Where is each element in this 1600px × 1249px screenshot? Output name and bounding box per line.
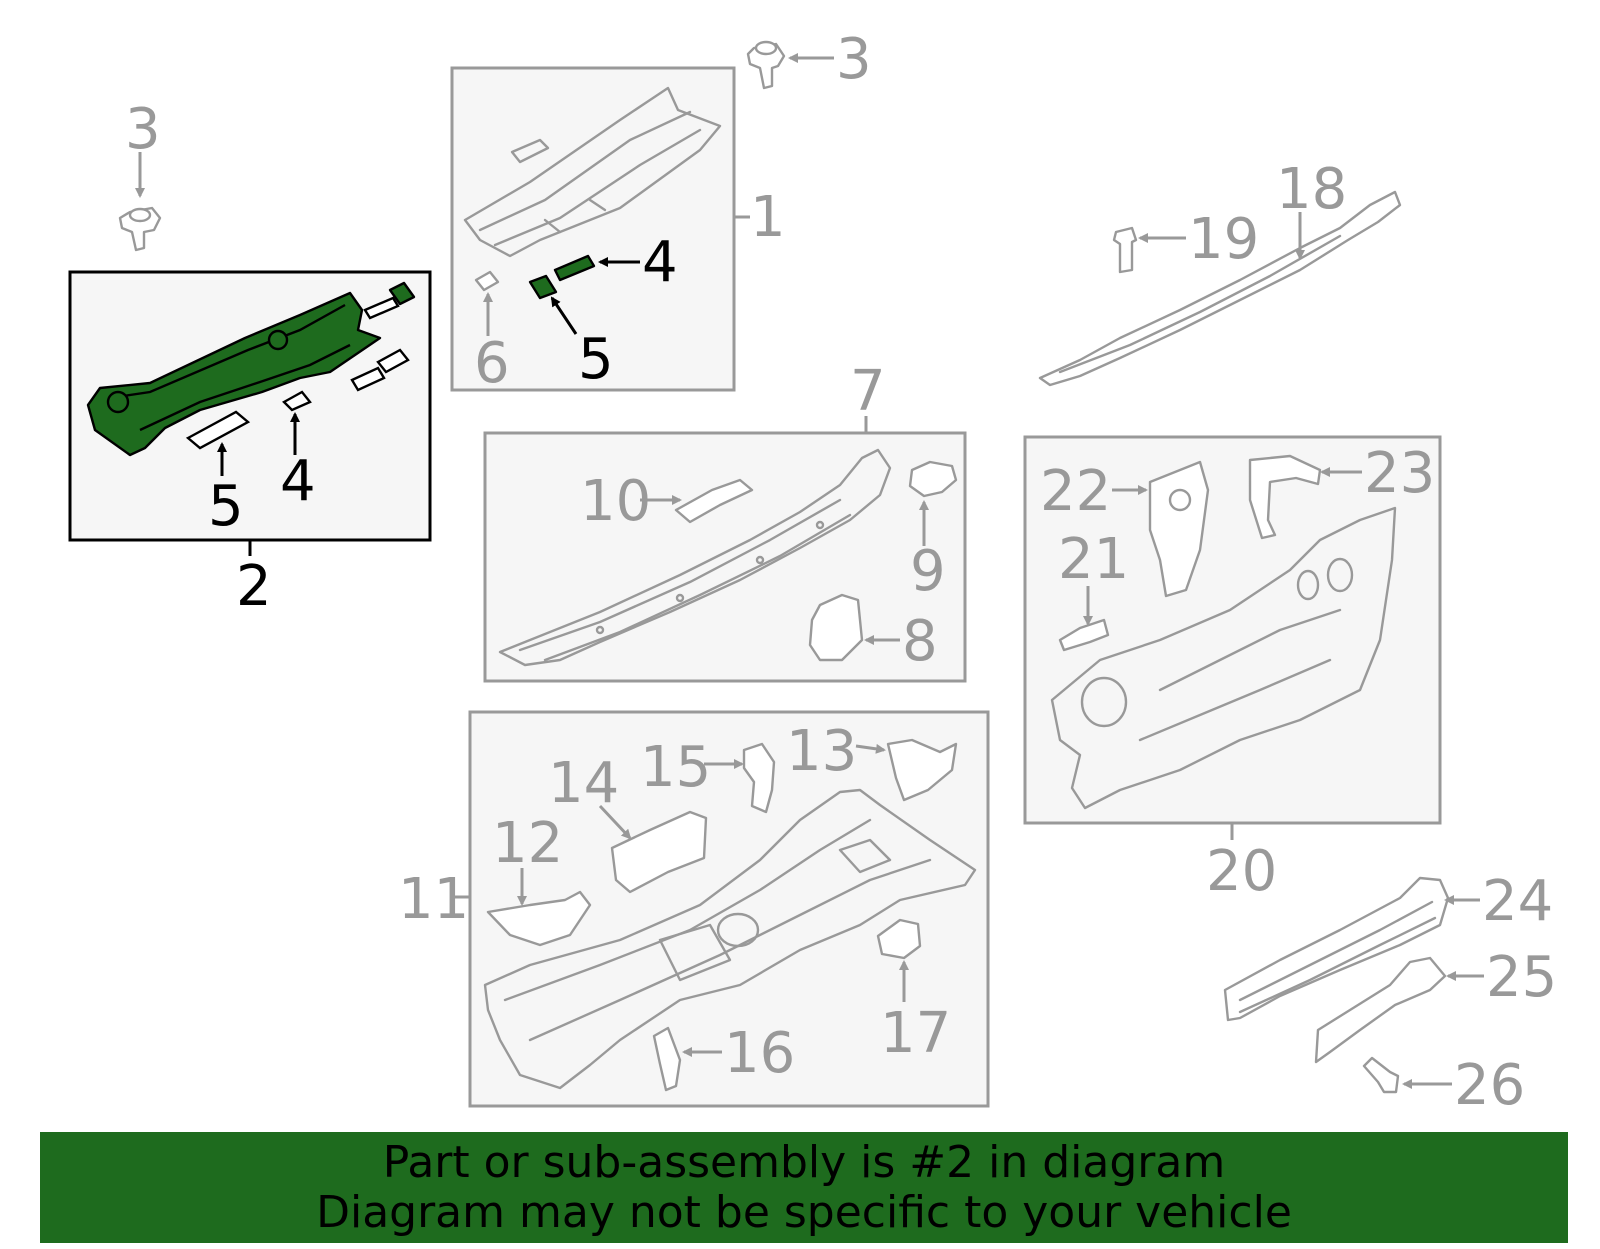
part-26-bolt[interactable]: 26	[1362, 1053, 1525, 1118]
callout-24: 24	[1482, 869, 1553, 934]
callout-17: 17	[880, 1001, 951, 1066]
part-25-bracket[interactable]: 25	[1314, 945, 1557, 1064]
callout-13: 13	[786, 719, 857, 784]
group-1-cowl-top[interactable]: 4 5 6 1	[450, 66, 786, 396]
callout-22: 22	[1040, 459, 1111, 524]
callout-5-inner: 5	[208, 474, 244, 539]
callout-5-top: 5	[578, 327, 614, 392]
group-20-dash-panel[interactable]: 20 22 23 21	[1023, 435, 1442, 904]
callout-10: 10	[580, 469, 651, 534]
group-2-cowl-panel-assembly[interactable]: 5 4 2	[68, 270, 432, 619]
callout-18: 18	[1276, 157, 1347, 222]
clip-3-left[interactable]: 3	[118, 97, 162, 252]
banner-line-2: Diagram may not be specific to your vehi…	[316, 1186, 1292, 1238]
callout-9: 9	[910, 539, 946, 604]
callout-11: 11	[398, 867, 469, 932]
callout-3-left: 3	[125, 97, 161, 162]
callout-2: 2	[236, 554, 272, 619]
box-1	[450, 66, 736, 392]
callout-21: 21	[1058, 527, 1129, 592]
parts-diagram: 5 4 2 3 4 5 6 1 3	[68, 27, 1557, 1118]
part-4-highlight[interactable]	[553, 254, 596, 282]
part-24-rail[interactable]: 24	[1223, 869, 1553, 1022]
callout-8: 8	[902, 609, 938, 674]
group-11-floor-pan[interactable]: 11 12 14 15 13 16 17	[398, 710, 990, 1108]
clip-3-top[interactable]: 3	[746, 27, 872, 92]
callout-7: 7	[850, 359, 886, 424]
callout-23: 23	[1364, 441, 1435, 506]
callout-4-top: 4	[642, 230, 678, 295]
group-7-cowl-side-rail[interactable]: 7 10 9 8	[483, 359, 967, 683]
callout-12: 12	[492, 811, 563, 876]
callout-3-top: 3	[836, 27, 872, 92]
info-banner: Part or sub-assembly is #2 in diagram Di…	[40, 1132, 1568, 1243]
callout-15: 15	[640, 735, 711, 800]
callout-26: 26	[1454, 1053, 1525, 1118]
part-19-bolt[interactable]: 19	[1112, 207, 1259, 274]
callout-6: 6	[474, 331, 510, 396]
part-18-cowl-brace[interactable]: 18	[1038, 157, 1402, 387]
callout-19: 19	[1188, 207, 1259, 272]
callout-14: 14	[548, 751, 619, 816]
callout-1: 1	[750, 185, 786, 250]
callout-16: 16	[724, 1021, 795, 1086]
callout-4-inner: 4	[280, 449, 316, 514]
callout-20: 20	[1206, 839, 1277, 904]
callout-25: 25	[1486, 945, 1557, 1010]
banner-line-1: Part or sub-assembly is #2 in diagram	[382, 1136, 1226, 1188]
cowl-panel-highlight[interactable]	[86, 291, 382, 457]
box-7	[483, 431, 967, 683]
part-5-highlight[interactable]	[528, 274, 558, 300]
